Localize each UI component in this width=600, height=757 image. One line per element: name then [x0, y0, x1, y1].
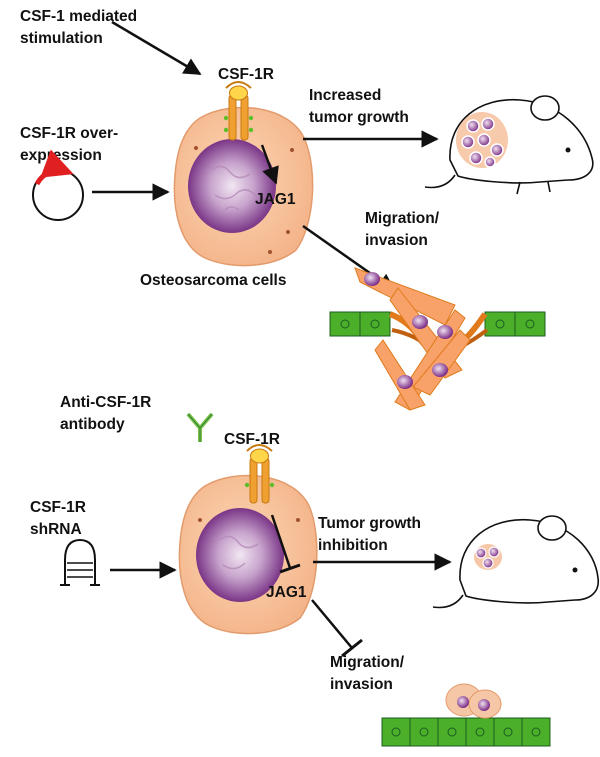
osteosarcoma-cell-bottom	[178, 474, 318, 635]
osteosarcoma-cell-top	[173, 106, 314, 267]
jag1-label-bottom: JAG1	[266, 584, 307, 601]
migration-label-1: Migration/	[365, 210, 440, 227]
stimulus-label-1: CSF-1 mediated	[20, 8, 137, 25]
growth-inhibition-label-2: inhibition	[318, 537, 388, 554]
cell-label: Osteosarcoma cells	[140, 272, 286, 289]
receptor-label-top: CSF-1R	[218, 66, 274, 83]
stimulation-arrow	[111, 20, 202, 76]
migration-label-2: invasion	[365, 232, 428, 249]
overexpression-label-2: expression	[20, 147, 102, 164]
migration-inhibition-line	[311, 599, 353, 649]
growth-inhibition-label-1: Tumor growth	[318, 515, 421, 532]
csf1r-receptor-bottom-icon	[244, 444, 275, 504]
migration-inhibited-label-1: Migration/	[330, 654, 405, 671]
top-panel: CSF-1 mediated stimulation CSF-1R CSF-1R…	[20, 8, 594, 411]
csf1r-receptor-icon	[223, 81, 254, 141]
shrna-hairpin-icon	[60, 538, 100, 586]
growth-label-2: tumor growth	[309, 109, 409, 126]
antibody-icon	[186, 412, 214, 442]
jag1-label-top: JAG1	[255, 191, 296, 208]
stimulus-label-2: stimulation	[20, 30, 103, 47]
migration-inhibition-bar	[341, 638, 363, 658]
overexpression-label-1: CSF-1R over-	[20, 125, 118, 142]
nucleus-icon	[188, 139, 276, 233]
jag1-inhibition-bar	[279, 563, 301, 574]
invading-epithelium-icon	[329, 267, 546, 411]
shrna-label-1: CSF-1R	[30, 499, 86, 516]
plasmid-icon	[32, 149, 84, 221]
intact-epithelium-icon	[381, 683, 551, 747]
receptor-label-bottom: CSF-1R	[224, 431, 280, 448]
migration-inhibited-label-2: invasion	[330, 676, 393, 693]
bottom-panel: Anti-CSF-1R antibody CSF-1R CSF-1R shRNA…	[30, 394, 600, 747]
mouse-small-tumor-icon	[432, 515, 600, 609]
antibody-label-1: Anti-CSF-1R	[60, 394, 151, 411]
antibody-label-2: antibody	[60, 416, 125, 433]
growth-label-1: Increased	[309, 87, 381, 104]
jag1-activation-arrow	[260, 144, 279, 185]
mouse-large-tumor-icon	[424, 95, 594, 195]
shrna-label-2: shRNA	[30, 521, 82, 538]
jag1-inhibition-line	[270, 514, 292, 569]
